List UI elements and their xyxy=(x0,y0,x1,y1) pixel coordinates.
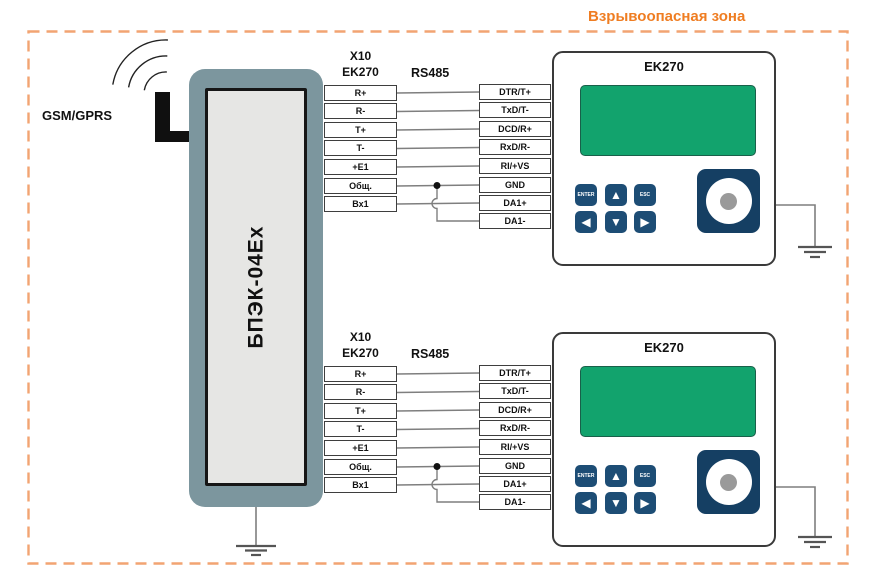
ek270-title: EK270 xyxy=(644,59,684,74)
key-enter: ENTER xyxy=(575,184,597,206)
bus-label: RS485 xyxy=(411,347,450,361)
junction-dot-upper xyxy=(433,182,441,189)
rs485-wires-upper xyxy=(396,91,480,222)
pin-ri-vs: RI/+VS xyxy=(479,158,551,174)
terminal-common: Общ. xyxy=(324,178,397,194)
earth-ground-icon-main xyxy=(236,507,276,557)
connector-designation: X10 xyxy=(349,49,372,63)
bpek-04ex-faceplate: БПЭК-04Ex xyxy=(205,88,307,486)
pin-da1-minus: DA1- xyxy=(479,494,551,510)
terminal-e1: +E1 xyxy=(324,440,397,456)
channel-lower: X10 EK270 RS485 R+ R- T+ T- +E1 Общ. Вх1… xyxy=(0,281,873,562)
connector-designation: X10 xyxy=(349,330,372,344)
key-left-icon: ◀ xyxy=(575,211,597,233)
pin-txd: TxD/T- xyxy=(479,383,551,399)
key-down-icon: ▼ xyxy=(605,211,627,233)
bus-label: RS485 xyxy=(411,66,450,80)
earth-ground-icon-lower xyxy=(776,486,832,549)
pin-rxd: RxD/R- xyxy=(479,420,551,436)
key-right-icon: ▶ xyxy=(634,211,656,233)
key-esc: ESC xyxy=(634,465,656,487)
earth-ground-icon-upper xyxy=(776,204,832,259)
key-esc: ESC xyxy=(634,184,656,206)
optical-port-eye xyxy=(720,473,737,491)
bpek-04ex-device: БПЭК-04Ex xyxy=(189,69,323,507)
gsm-antenna-icon xyxy=(155,92,170,138)
pin-gnd: GND xyxy=(479,458,551,474)
pin-ri-vs: RI/+VS xyxy=(479,439,551,455)
pin-dtr: DTR/T+ xyxy=(479,365,551,381)
terminal-r-plus: R+ xyxy=(324,366,397,382)
lcd-screen xyxy=(580,85,756,156)
terminal-t-plus: T+ xyxy=(324,122,397,138)
terminal-common: Общ. xyxy=(324,459,397,475)
pin-dtr: DTR/T+ xyxy=(479,84,551,100)
gsm-gprs-label: GSM/GPRS xyxy=(42,108,113,123)
terminal-r-minus: R- xyxy=(324,103,397,119)
optical-port-eye xyxy=(720,192,737,210)
pin-dcd: DCD/R+ xyxy=(479,121,551,137)
terminal-r-minus: R- xyxy=(324,384,397,400)
key-up-icon: ▲ xyxy=(605,184,627,206)
gsm-antenna-feed xyxy=(155,131,191,142)
hazard-zone-border xyxy=(27,30,849,565)
terminal-e1: +E1 xyxy=(324,159,397,175)
terminal-t-minus: T- xyxy=(324,421,397,437)
terminal-r-plus: R+ xyxy=(324,85,397,101)
pin-da1-minus: DA1- xyxy=(479,213,551,229)
keypad: ENTER ▲ ESC ◀ ▼ ▶ xyxy=(575,465,677,515)
pin-rxd: RxD/R- xyxy=(479,139,551,155)
rs485-wires-lower xyxy=(396,372,480,503)
key-up-icon: ▲ xyxy=(605,465,627,487)
optical-port-ring xyxy=(705,459,752,505)
signal-waves-icon xyxy=(112,39,168,91)
key-down-icon: ▼ xyxy=(605,492,627,514)
optical-port xyxy=(697,450,760,514)
pin-dcd: DCD/R+ xyxy=(479,402,551,418)
keypad: ENTER ▲ ESC ◀ ▼ ▶ xyxy=(575,184,677,234)
terminal-in1: Вх1 xyxy=(324,196,397,212)
pin-txd: TxD/T- xyxy=(479,102,551,118)
key-right-icon: ▶ xyxy=(634,492,656,514)
pin-gnd: GND xyxy=(479,177,551,193)
key-left-icon: ◀ xyxy=(575,492,597,514)
channel-upper: X10 EK270 RS485 R+ R- T+ T- +E1 Общ. Вх1… xyxy=(0,0,873,281)
optical-port xyxy=(697,169,760,233)
terminal-in1: Вх1 xyxy=(324,477,397,493)
terminal-t-plus: T+ xyxy=(324,403,397,419)
ek270-device: EK270 ENTER ▲ ESC ◀ ▼ ▶ xyxy=(552,332,776,547)
optical-port-ring xyxy=(705,178,752,224)
pin-da1-plus: DA1+ xyxy=(479,476,551,492)
terminal-t-minus: T- xyxy=(324,140,397,156)
connector-target: EK270 xyxy=(342,346,379,360)
ek270-title: EK270 xyxy=(644,340,684,355)
lcd-screen xyxy=(580,366,756,437)
connector-target: EK270 xyxy=(342,65,379,79)
pin-da1-plus: DA1+ xyxy=(479,195,551,211)
ek270-device: EK270 ENTER ▲ ESC ◀ ▼ ▶ xyxy=(552,51,776,266)
hazard-zone-title: Взрывоопасная зона xyxy=(588,8,746,25)
junction-dot-lower xyxy=(433,463,441,470)
key-enter: ENTER xyxy=(575,465,597,487)
